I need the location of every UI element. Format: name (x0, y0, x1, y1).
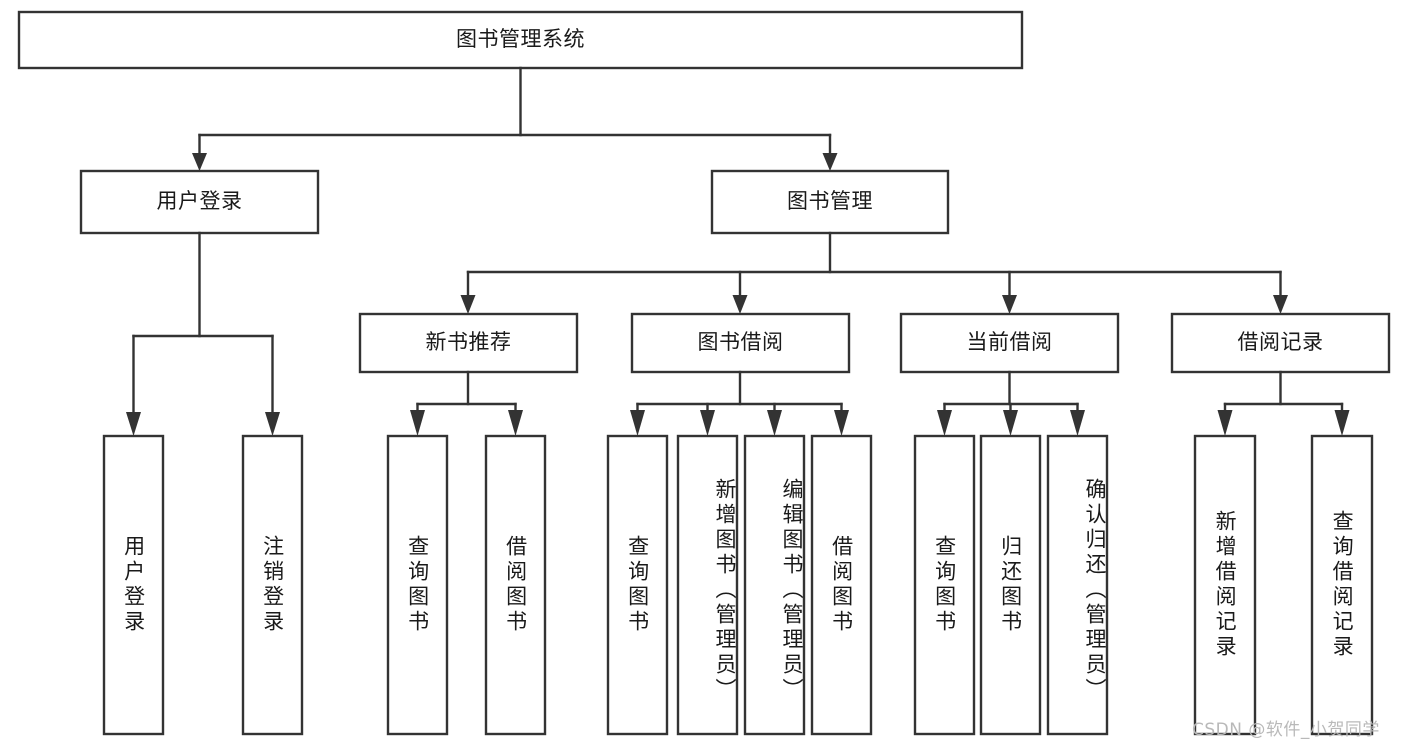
arrow-head-leaf-confirm-return (1070, 410, 1085, 436)
node-box-leaf-query-book-2[interactable] (606, 434, 669, 736)
arrow-head-leaf-query-record (1334, 410, 1350, 436)
arrow-head-book-borrow (732, 295, 748, 314)
node-box-leaf-add-book[interactable] (676, 434, 739, 736)
arrow-head-leaf-add-book (700, 410, 715, 436)
arrow-head-leaf-edit-book (767, 410, 782, 436)
node-box-leaf-confirm-return[interactable] (1046, 434, 1109, 736)
node-box-leaf-user-login[interactable] (102, 434, 165, 736)
arrow-head-leaf-user-login (126, 412, 141, 436)
arrow-head-leaf-return-book (1003, 410, 1018, 436)
arrow-head-current-borrow (1002, 295, 1017, 314)
arrow-head-leaf-borrow-book-2 (834, 410, 849, 436)
arrow-head-leaf-borrow-book-1 (508, 410, 523, 436)
node-box-new-book-recommend[interactable] (358, 312, 579, 374)
node-box-current-borrow[interactable] (899, 312, 1120, 374)
node-box-leaf-query-book-1[interactable] (386, 434, 449, 736)
arrow-head-borrow-record (1273, 295, 1288, 314)
node-box-leaf-borrow-book-1[interactable] (484, 434, 547, 736)
arrow-head-book-manage (822, 153, 838, 171)
arrow-head-user-login (192, 153, 207, 171)
node-box-leaf-borrow-book-2[interactable] (810, 434, 873, 736)
arrow-head-leaf-query-book-1 (410, 410, 425, 436)
node-box-leaf-user-logout[interactable] (241, 434, 304, 736)
arrow-head-new-book-recommend (460, 295, 476, 314)
node-box-leaf-edit-book[interactable] (743, 434, 806, 736)
arrow-head-leaf-add-record (1217, 410, 1233, 436)
node-box-user-login[interactable] (79, 169, 320, 235)
arrow-head-leaf-query-book-2 (630, 410, 645, 436)
node-box-book-manage[interactable] (710, 169, 950, 235)
node-box-leaf-add-record[interactable] (1193, 434, 1257, 736)
node-box-leaf-query-book-3[interactable] (913, 434, 976, 736)
csdn-watermark: CSDN @软件_小贺同学 (1192, 720, 1380, 740)
node-box-borrow-record[interactable] (1170, 312, 1391, 374)
node-box-leaf-query-record[interactable] (1310, 434, 1374, 736)
node-box-leaf-return-book[interactable] (979, 434, 1042, 736)
arrow-head-leaf-user-logout (265, 412, 280, 436)
arrow-head-leaf-query-book-3 (937, 410, 952, 436)
node-box-root[interactable] (17, 10, 1024, 70)
node-box-book-borrow[interactable] (630, 312, 851, 374)
